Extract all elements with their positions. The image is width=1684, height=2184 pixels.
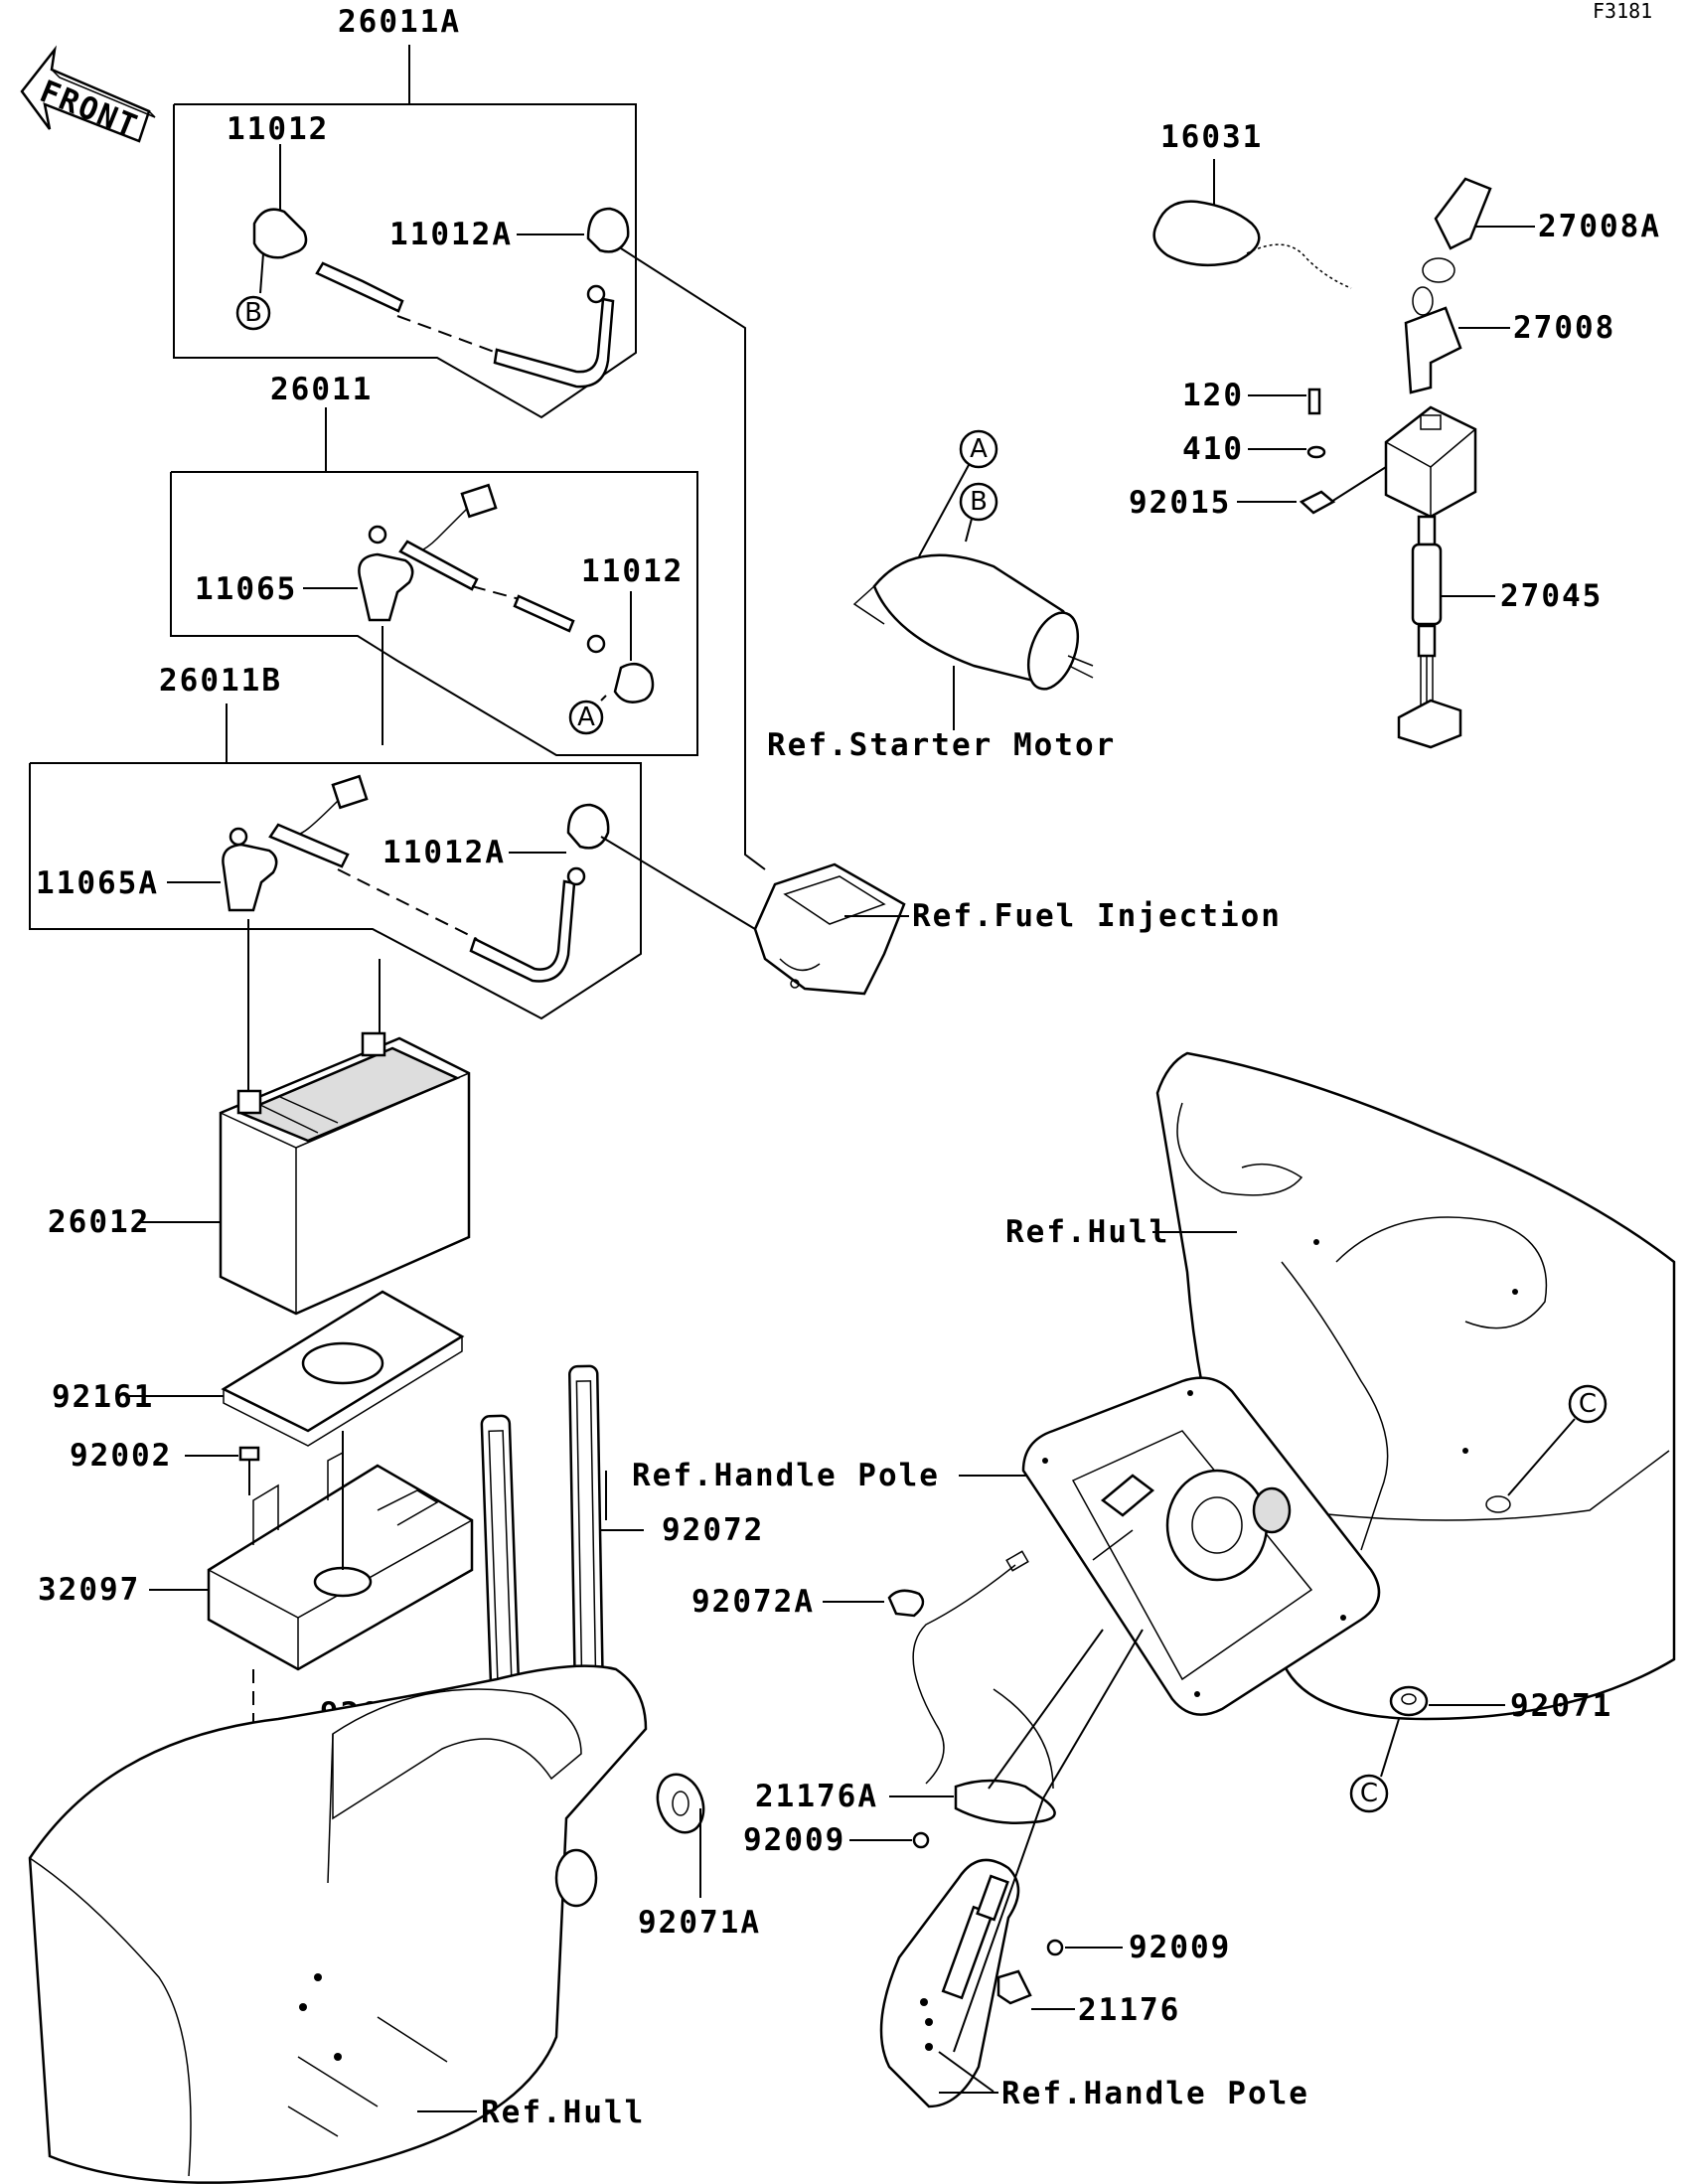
part-21176A: 21176A [755,1779,878,1814]
starter-motor: A B Ref.Starter Motor [767,429,1116,763]
switch-27045: 27045 [1384,405,1603,749]
key-27008: 27008 [1404,286,1615,394]
grommet-92071A: 92071A [638,1773,761,1941]
part-92015: 92015 [1129,485,1231,521]
key-27008A: 27008A [1422,177,1661,283]
part-27045: 27045 [1500,578,1603,614]
front-arrow-icon: FRONT [20,45,156,145]
callout-b-top: B [244,298,262,328]
battery-26012: 26012 [48,1031,471,1316]
group-26011B: 26011B 11065A 11012A [29,663,756,1093]
handle-pole-plate [912,1376,1381,1790]
ref-hull-right: Ref.Hull [1005,1214,1169,1250]
part-26011A: 26011A [338,4,461,40]
part-92071A: 92071A [638,1905,761,1941]
terminal-cap-11065 [358,552,414,622]
part-27008: 27008 [1513,310,1615,346]
part-11012A-mid: 11012A [383,835,506,870]
bolt-92009-left: 92009 [743,1822,930,1858]
part-92009-left: 92009 [743,1822,845,1858]
part-11012-top: 11012 [227,111,329,147]
bracket-21176A: 21176A [755,1629,1104,1824]
terminal-cap-11012A-mid [566,803,610,850]
fuel-injection: Ref.Fuel Injection [753,862,1282,996]
group-26011: 26011 11065 11012 A [170,372,698,756]
part-11065: 11065 [195,571,297,607]
figure-id: F3181 [1593,0,1652,23]
part-26012: 26012 [48,1204,150,1240]
ref-handle-pole-bottom: Ref.Handle Pole [1001,2076,1309,2111]
bracket-21176: 21176 [996,1969,1180,2028]
ref-starter-motor: Ref.Starter Motor [767,727,1116,763]
part-26011: 26011 [270,372,373,407]
lanyard-16031: 16031 [1152,119,1352,289]
group-26011A: 26011A 11012 B 11012A [173,4,766,870]
callout-b-top-circle [235,295,271,331]
part-120: 120 [1182,378,1244,413]
washer-410: 410 [1182,431,1326,467]
battery-mat-92161: 92161 [52,1290,465,1447]
part-11012-mid: 11012 [581,553,684,589]
part-32097: 32097 [38,1572,140,1608]
nut-92015: 92015 [1129,466,1387,521]
bolt-92002: 92002 [70,1438,260,1495]
clip-92072A: 92072A [691,1584,925,1620]
part-21176: 21176 [1078,1992,1180,2028]
part-92071: 92071 [1510,1688,1612,1724]
part-11065A: 11065A [36,865,159,901]
ref-hull-bottom: Ref.Hull [481,2095,645,2130]
ref-handle-pole-top: Ref.Handle Pole [632,1458,940,1493]
part-27008A: 27008A [1538,209,1661,244]
callout-b-starter: B [970,487,988,517]
part-92009-right: 92009 [1129,1930,1231,1965]
terminal-cap-11065A [222,843,278,912]
part-11012A-top: 11012A [389,217,513,252]
part-92002: 92002 [70,1438,172,1474]
terminal-cap-11012 [252,208,308,259]
terminal-cap-11012A [586,207,630,253]
part-26011B: 26011B [159,663,282,699]
screw-120: 120 [1182,378,1321,415]
callout-c-hull: C [1579,1389,1597,1419]
callout-a-starter: A [970,434,988,464]
part-16031: 16031 [1160,119,1263,155]
part-410: 410 [1182,431,1244,467]
bolt-92009-right: 92009 [1046,1930,1231,1965]
callout-c-lower: C [1360,1779,1378,1808]
battery-tray-32097: 32097 [38,1431,474,1671]
terminal-cap-11012-mid [613,662,655,703]
callout-a-mid: A [577,702,595,732]
part-92072A: 92072A [691,1584,815,1620]
handle-pole-lower: Ref.Handle Pole [879,1629,1309,2111]
ref-fuel-injection: Ref.Fuel Injection [912,898,1282,934]
hull-bottom: Ref.Hull [28,1664,648,2184]
part-92072-right: 92072 [662,1512,764,1548]
part-92161: 92161 [52,1379,154,1415]
grommet-92071: 92071 C [1349,1685,1612,1813]
